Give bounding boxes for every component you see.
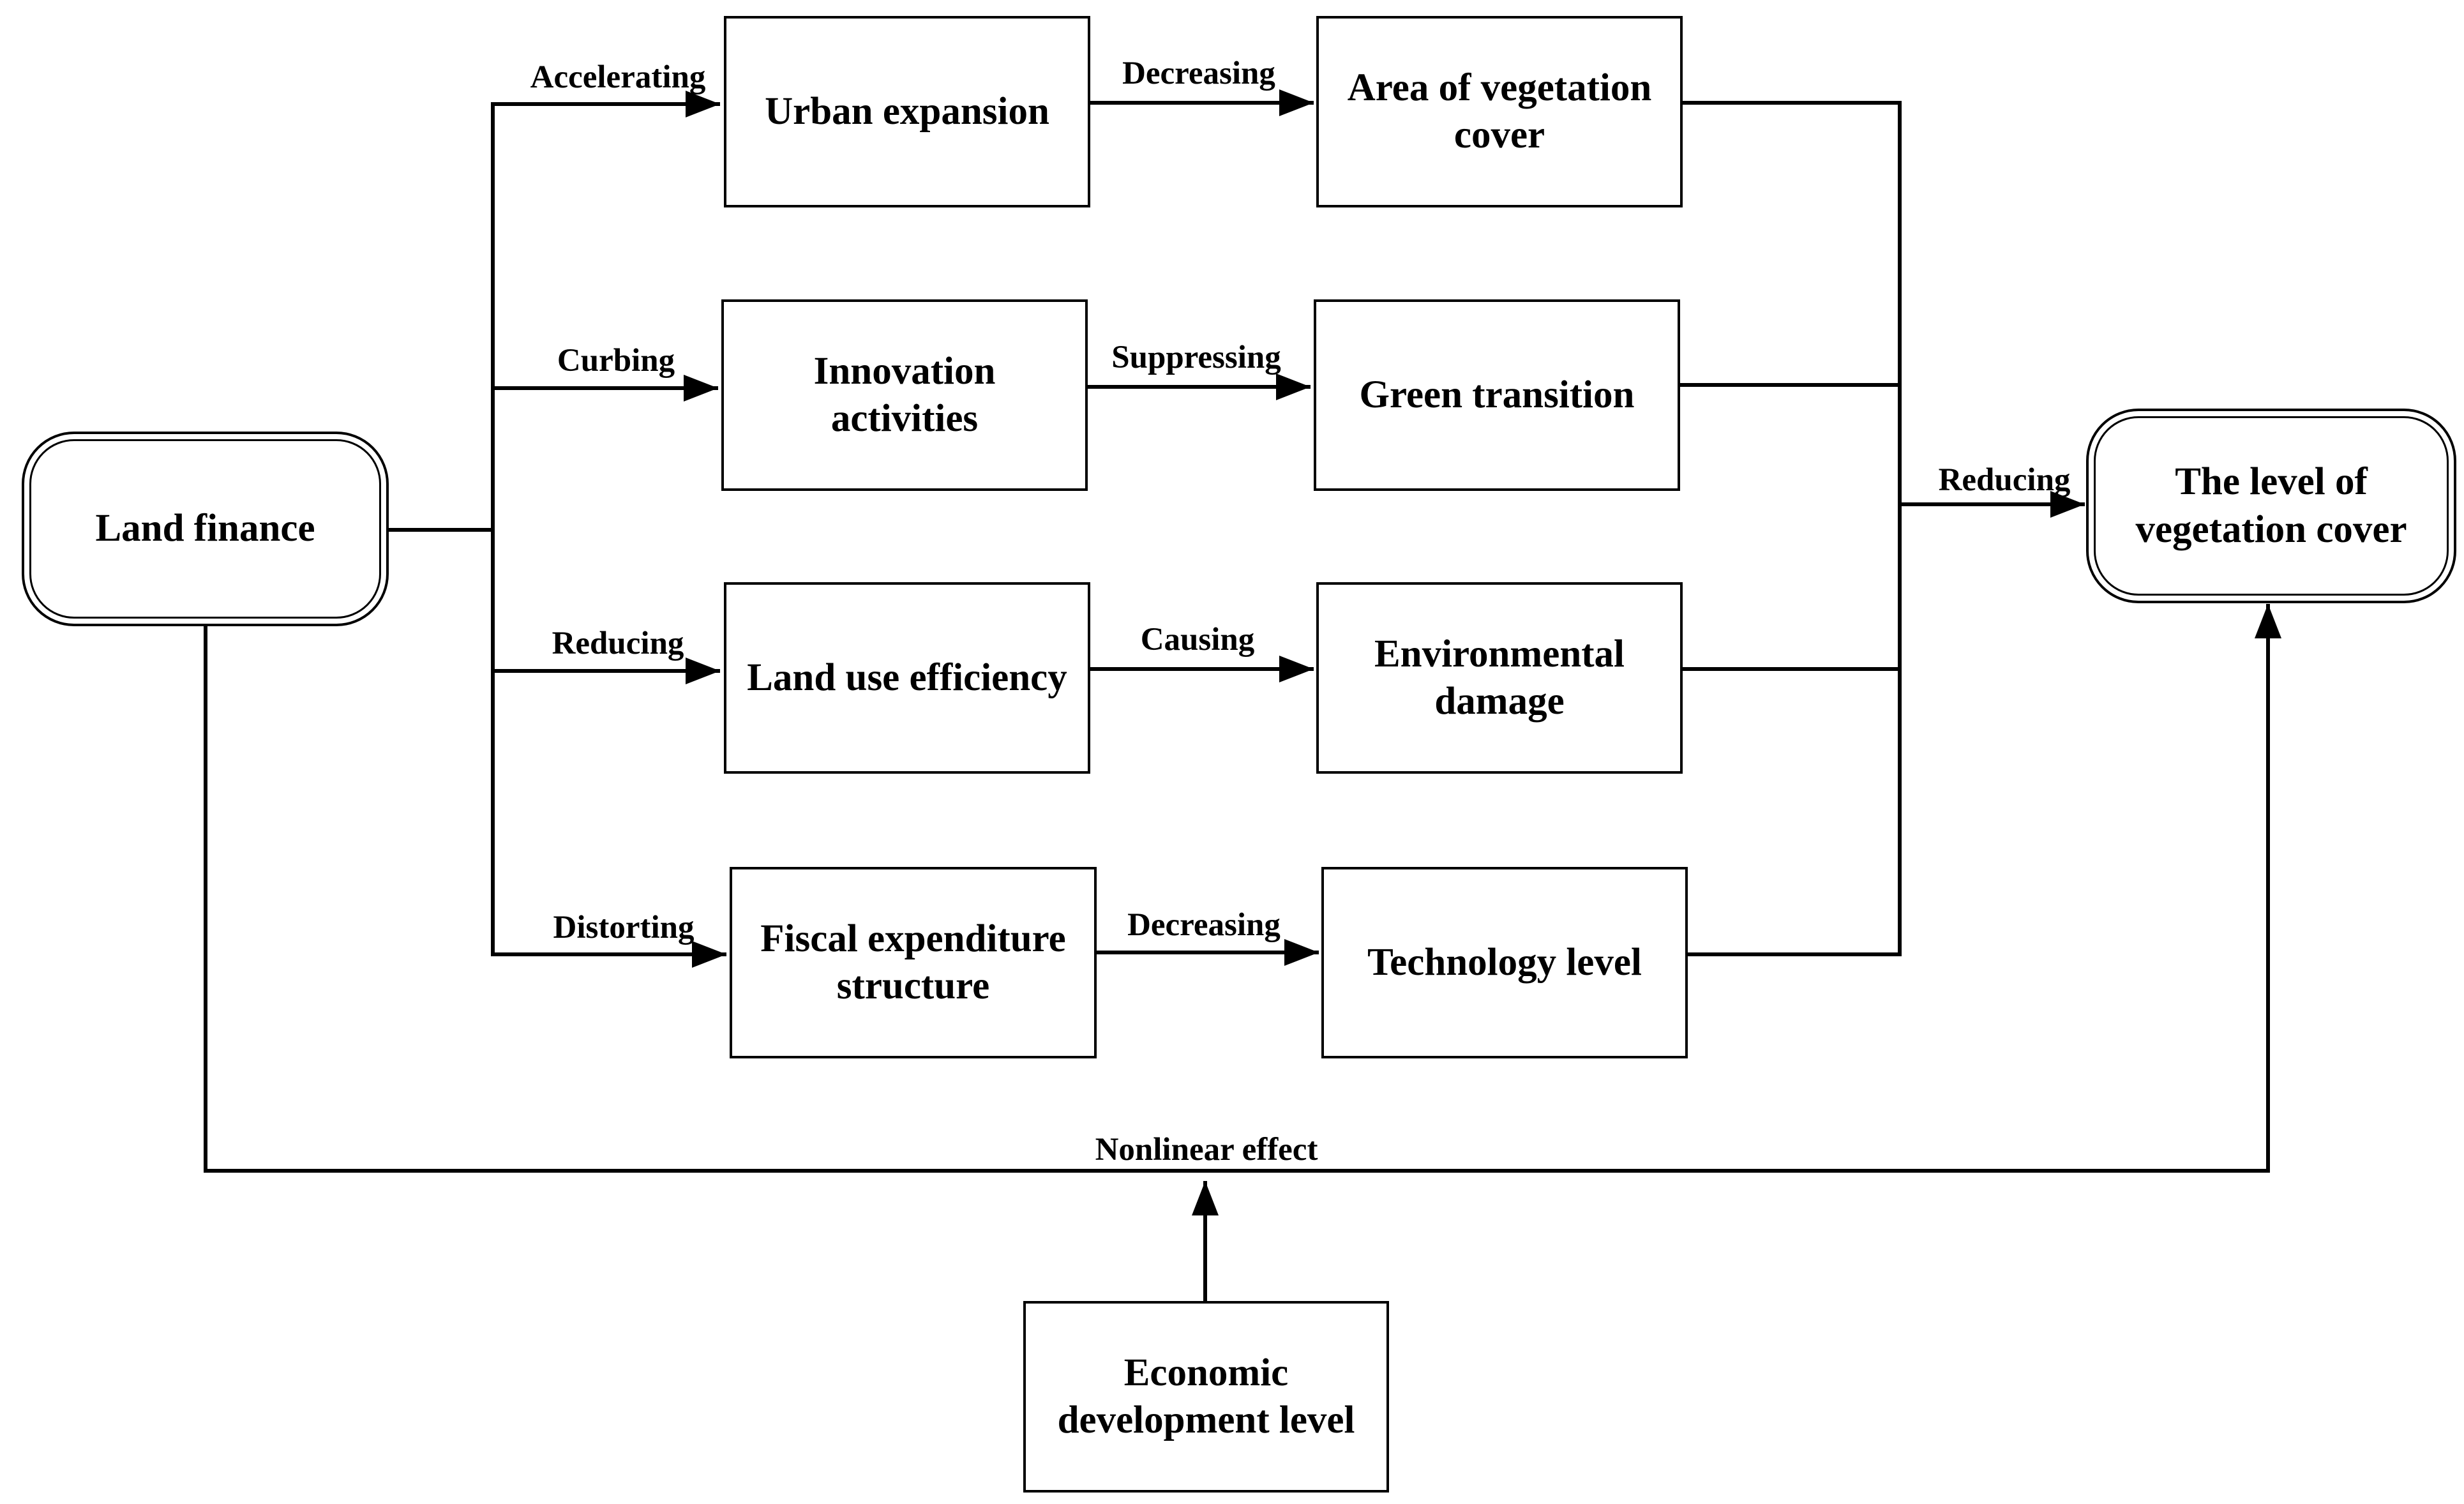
node-technology-level: Technology level bbox=[1321, 867, 1688, 1058]
edge-label-reducing-outcome: Reducing bbox=[1938, 462, 2071, 498]
edge-label-decreasing-tech: Decreasing bbox=[1127, 907, 1281, 943]
node-economic-development-level: Economic development level bbox=[1023, 1301, 1389, 1493]
node-innovation-activities: Innovation activities bbox=[721, 299, 1088, 491]
node-urban-expansion: Urban expansion bbox=[724, 16, 1090, 207]
edge-label-decreasing-area: Decreasing bbox=[1122, 56, 1275, 91]
node-green-transition: Green transition bbox=[1314, 299, 1680, 491]
node-level-vegetation-cover: The level of vegetation cover bbox=[2086, 409, 2456, 603]
edge-label-curbing: Curbing bbox=[557, 343, 675, 379]
edge-label-causing: Causing bbox=[1140, 622, 1255, 658]
node-environmental-damage: Environmental damage bbox=[1316, 582, 1683, 774]
node-fiscal-expenditure-structure: Fiscal expenditure structure bbox=[730, 867, 1097, 1058]
edge-label-distorting: Distorting bbox=[553, 910, 695, 945]
edge-label-suppressing: Suppressing bbox=[1111, 340, 1281, 375]
connector-nonlinear-path bbox=[204, 604, 2281, 1173]
edge-label-reducing-efficiency: Reducing bbox=[552, 626, 684, 661]
node-land-use-efficiency: Land use efficiency bbox=[724, 582, 1090, 774]
node-land-finance: Land finance bbox=[22, 432, 389, 626]
node-area-vegetation-cover: Area of vegetation cover bbox=[1316, 16, 1683, 207]
edge-label-accelerating: Accelerating bbox=[530, 59, 706, 95]
edge-label-nonlinear-effect: Nonlinear effect bbox=[1095, 1132, 1318, 1168]
